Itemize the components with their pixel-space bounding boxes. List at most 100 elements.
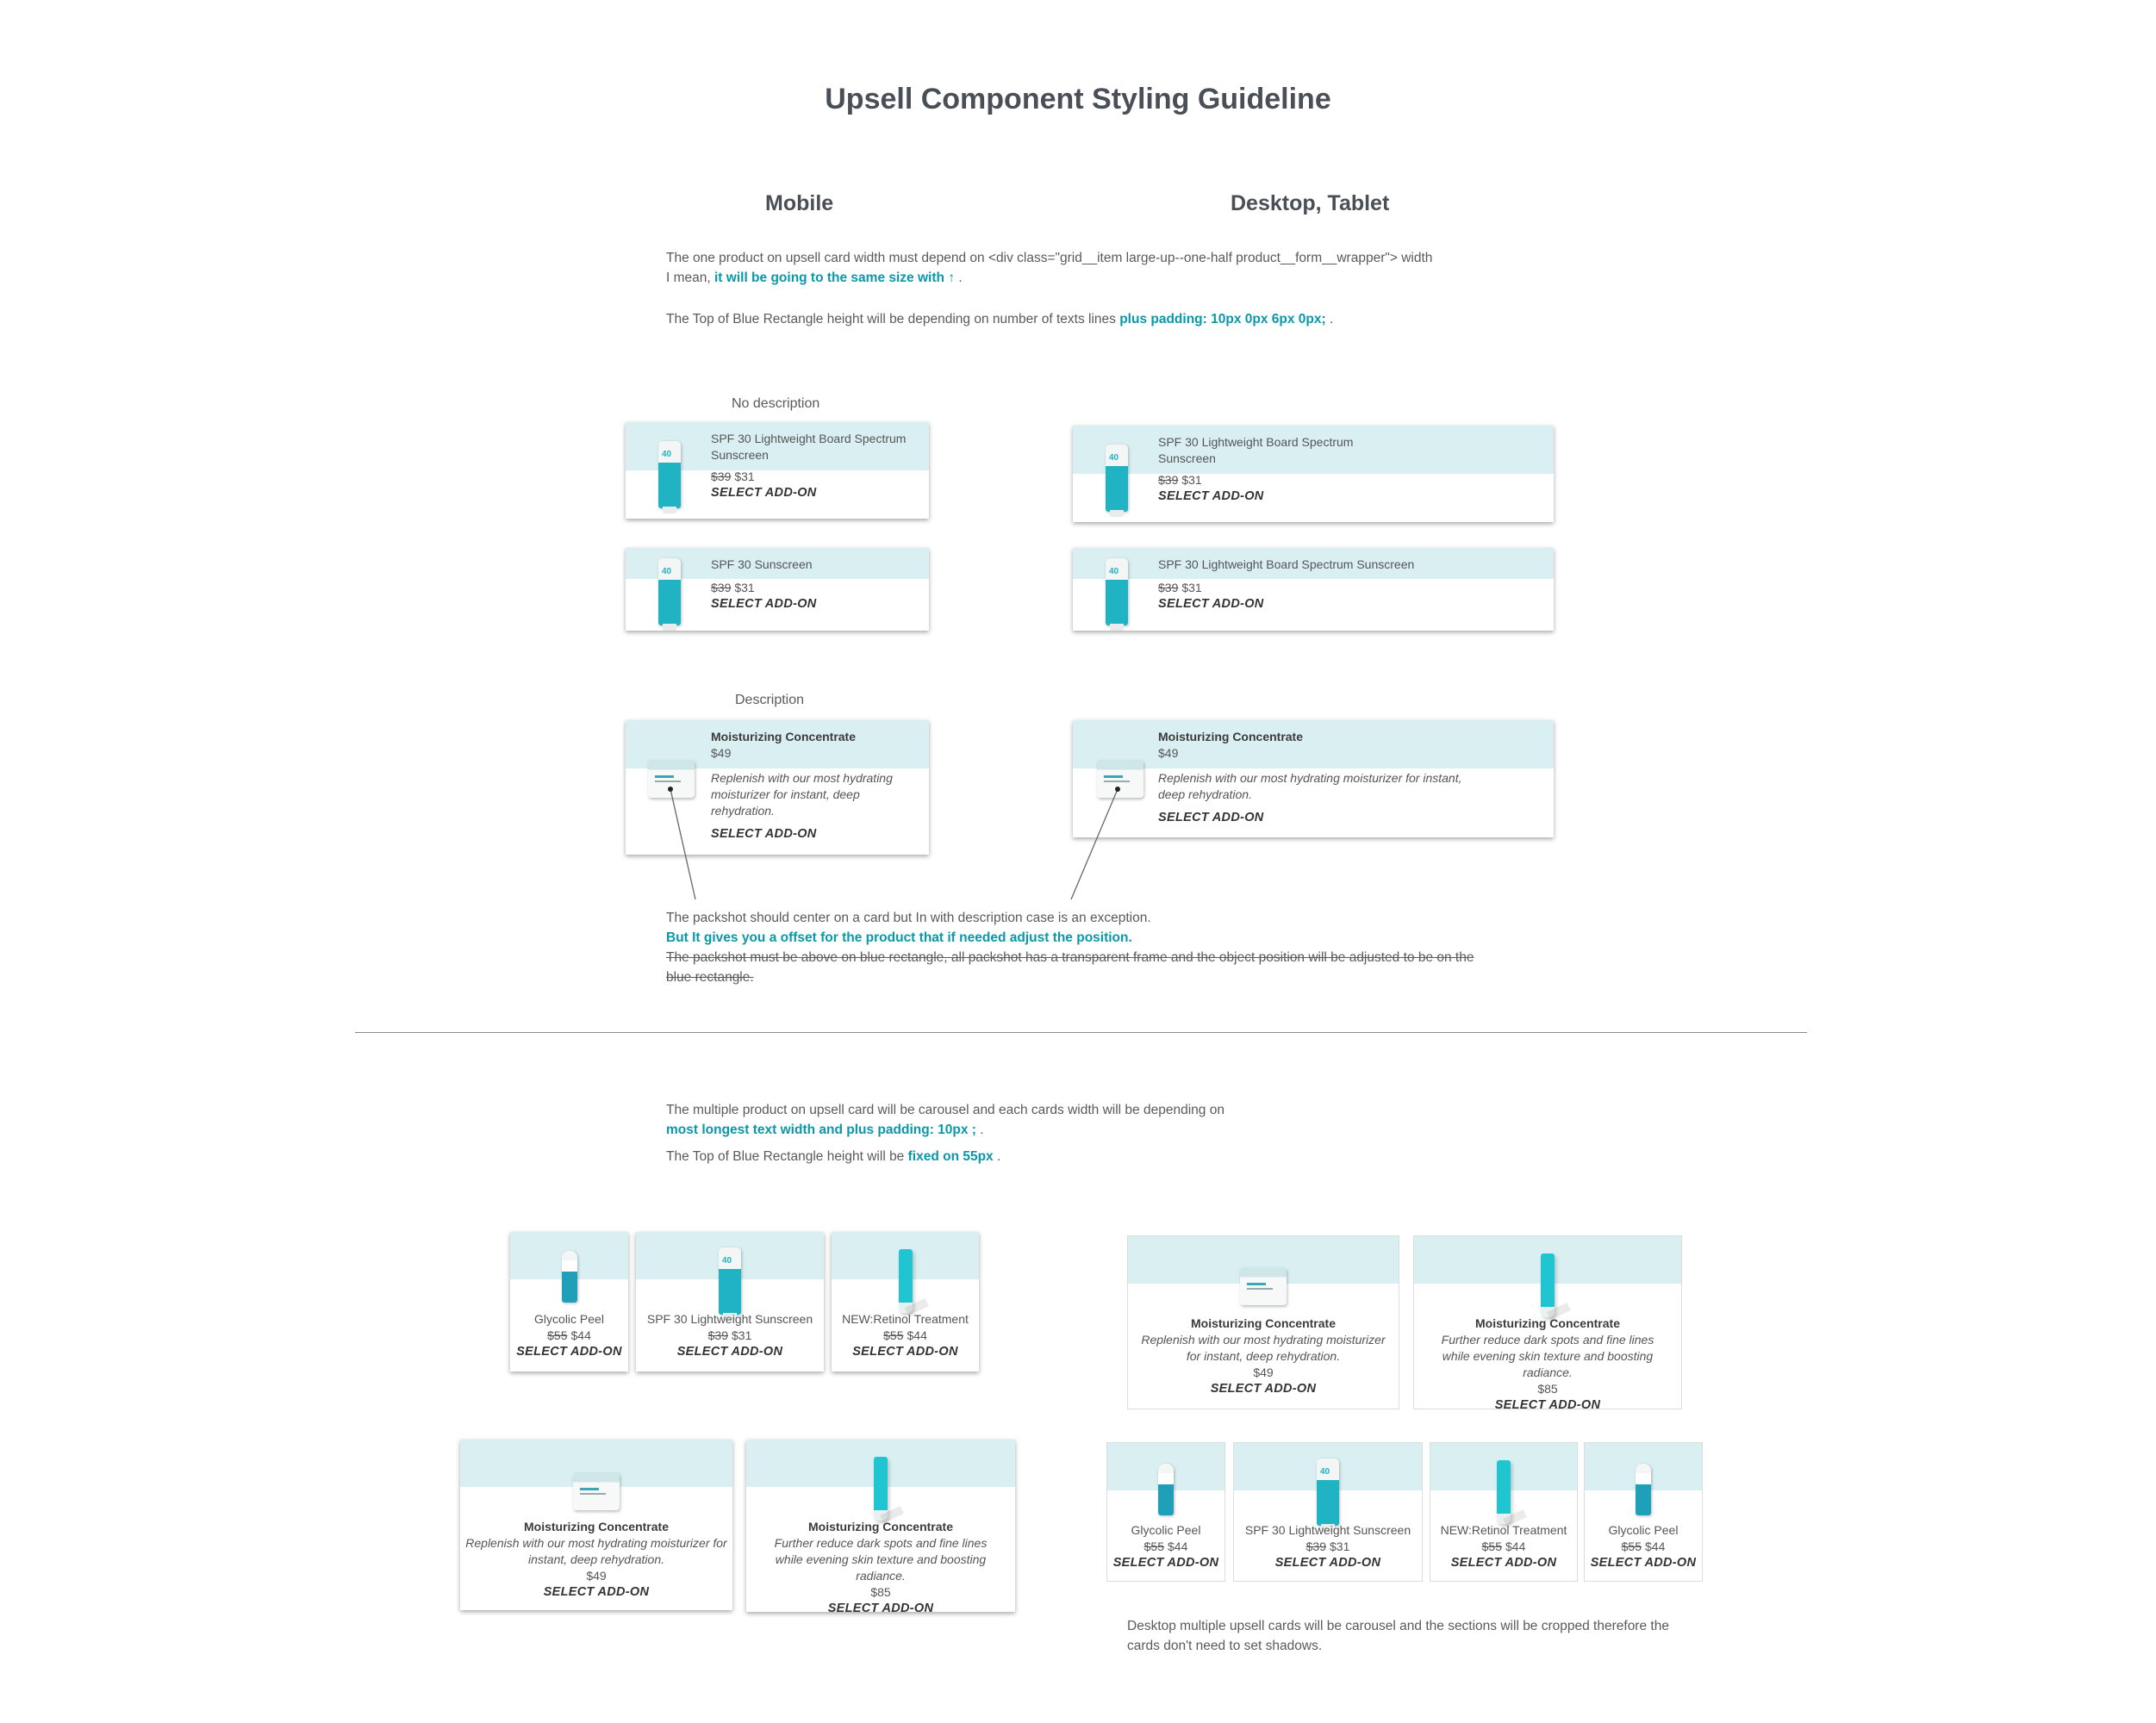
select-add-on-button[interactable]: SELECT ADD-ON: [711, 597, 817, 611]
product-price: $39$31: [711, 580, 920, 596]
retinol-packshot-icon: [1541, 1253, 1555, 1317]
carousel-card-mobile-2[interactable]: 40 SPF 30 Lightweight Sunscreen $39$31 S…: [636, 1232, 824, 1372]
sunscreen-packshot-icon: 40: [1106, 445, 1128, 517]
upsell-card-desktop-desc[interactable]: Moisturizing Concentrate $49 Replenish w…: [1073, 720, 1554, 837]
product-price: $39$31: [711, 469, 920, 485]
upsell-card-desktop-no-desc-1[interactable]: 40 SPF 30 Lightweight Board Spectrum Sun…: [1073, 426, 1554, 522]
select-add-on-button[interactable]: SELECT ADD-ON: [676, 1345, 783, 1359]
multi-intro-line-1: The multiple product on upsell card will…: [666, 1103, 1224, 1117]
carousel-card-desktop-2[interactable]: 40 SPF 30 Lightweight Sunscreen $39$31 S…: [1233, 1442, 1423, 1582]
select-add-on-button[interactable]: SELECT ADD-ON: [1158, 811, 1264, 824]
select-add-on-button[interactable]: SELECT ADD-ON: [711, 486, 817, 500]
retinol-packshot-icon: [1497, 1460, 1511, 1524]
select-add-on-button[interactable]: SELECT ADD-ON: [1210, 1382, 1317, 1396]
multi-intro-note: The multiple product on upsell card will…: [666, 1100, 1493, 1166]
product-name: SPF 30 Lightweight Board Spectrum Sunscr…: [1158, 557, 1415, 571]
upsell-card-mobile-desc[interactable]: Moisturizing Concentrate $49 Replenish w…: [626, 720, 929, 855]
carousel-card-desktop-desc-2[interactable]: Moisturizing Concentrate Further reduce …: [1413, 1235, 1682, 1412]
old-price: $55: [883, 1328, 904, 1342]
select-add-on-button[interactable]: SELECT ADD-ON: [711, 827, 817, 841]
current-price: $44: [570, 1328, 591, 1342]
product-price: $85: [1537, 1382, 1558, 1396]
product-price: $39 $31: [641, 1328, 819, 1344]
product-name: SPF 30 Lightweight Sunscreen: [1244, 1523, 1411, 1537]
select-add-on-button[interactable]: SELECT ADD-ON: [1158, 489, 1264, 503]
packshot-note: The packshot should center on a card but…: [666, 908, 1493, 987]
multi-intro-line-3: The Top of Blue Rectangle height will be…: [666, 1147, 1493, 1166]
current-price: $44: [1505, 1540, 1526, 1553]
glycolic-peel-packshot-icon: [1636, 1464, 1651, 1515]
select-add-on-button[interactable]: SELECT ADD-ON: [543, 1585, 650, 1599]
sunscreen-packshot-icon: 40: [658, 441, 681, 513]
select-add-on-button[interactable]: SELECT ADD-ON: [1494, 1398, 1601, 1412]
product-price: $49: [1253, 1365, 1274, 1379]
select-add-on-button[interactable]: SELECT ADD-ON: [1112, 1556, 1219, 1570]
blue-rectangle: [1073, 548, 1554, 579]
carousel-card-mobile-3[interactable]: NEW:Retinol Treatment $55$44 SELECT ADD-…: [832, 1232, 979, 1372]
current-price: $31: [732, 1328, 752, 1342]
sunscreen-packshot-icon: 40: [1317, 1459, 1339, 1531]
product-name: SPF 30 Lightweight Board Spectrum Sunscr…: [1158, 435, 1354, 465]
intro-line-1: The one product on upsell card width mus…: [666, 251, 1433, 265]
packshot-note-line-3: The packshot must be above on blue recta…: [666, 950, 1474, 985]
carousel-card-mobile-desc-2[interactable]: Moisturizing Concentrate Further reduce …: [746, 1440, 1015, 1615]
current-price: $44: [907, 1328, 927, 1342]
product-name: NEW:Retinol Treatment: [842, 1312, 969, 1326]
product-name: Glycolic Peel: [534, 1312, 604, 1326]
product-description: Replenish with our most hydrating moistu…: [711, 771, 893, 818]
carousel-card-desktop-desc-1[interactable]: Moisturizing Concentrate Replenish with …: [1127, 1235, 1399, 1409]
packshot-label: 40: [662, 450, 672, 459]
packshot-label: 40: [1109, 453, 1119, 463]
old-price: $55: [1621, 1540, 1642, 1553]
upsell-card-desktop-no-desc-2[interactable]: 40 SPF 30 Lightweight Board Spectrum Sun…: [1073, 548, 1554, 631]
multi-intro-line-2: most longest text width and plus padding…: [666, 1120, 1493, 1140]
product-description: Replenish with our most hydrating moistu…: [465, 1536, 727, 1566]
carousel-card-desktop-3[interactable]: NEW:Retinol Treatment $55$44 SELECT ADD-…: [1430, 1442, 1578, 1582]
product-description: Replenish with our most hydrating moistu…: [1141, 1333, 1386, 1363]
carousel-card-desktop-1[interactable]: Glycolic Peel $55$44 SELECT ADD-ON: [1106, 1442, 1225, 1582]
current-price: $31: [1181, 581, 1202, 594]
mobile-column-heading: Mobile: [765, 191, 834, 215]
select-add-on-button[interactable]: SELECT ADD-ON: [1590, 1556, 1697, 1570]
select-add-on-button[interactable]: SELECT ADD-ON: [852, 1345, 958, 1359]
select-add-on-button[interactable]: SELECT ADD-ON: [1450, 1556, 1557, 1570]
product-price: $55$44: [1436, 1539, 1572, 1555]
carousel-card-desktop-4[interactable]: Glycolic Peel $55$44 SELECT ADD-ON: [1584, 1442, 1703, 1582]
upsell-card-mobile-no-desc-1[interactable]: 40 SPF 30 Lightweight Board Spectrum Sun…: [626, 422, 929, 519]
glycolic-peel-packshot-icon: [1158, 1464, 1174, 1515]
sunscreen-packshot-icon: 40: [658, 558, 681, 631]
product-price: $55$44: [515, 1328, 623, 1344]
sunscreen-packshot-icon: 40: [1106, 558, 1128, 631]
blue-rectangle: [1073, 720, 1554, 768]
product-price: $55$44: [837, 1328, 974, 1344]
current-price: $44: [1168, 1540, 1188, 1553]
product-name: SPF 30 Lightweight Sunscreen: [646, 1312, 813, 1326]
upsell-card-mobile-no-desc-2[interactable]: 40 SPF 30 Sunscreen $39$31 SELECT ADD-ON: [626, 548, 929, 631]
product-name: Glycolic Peel: [1608, 1523, 1679, 1537]
select-add-on-button[interactable]: SELECT ADD-ON: [827, 1602, 934, 1615]
product-name: Moisturizing Concentrate: [1190, 1316, 1336, 1330]
current-price: $31: [1181, 473, 1202, 487]
product-price: $55$44: [1590, 1539, 1697, 1555]
intro-line-3-suffix: .: [1325, 312, 1334, 327]
select-add-on-button[interactable]: SELECT ADD-ON: [1274, 1556, 1381, 1570]
product-price: $55$44: [1112, 1539, 1219, 1555]
intro-line-3-accent: plus padding: 10px 0px 6px 0px;: [1119, 312, 1326, 327]
current-price: $31: [1330, 1540, 1350, 1553]
intro-note: The one product on upsell card width mus…: [666, 248, 1528, 329]
carousel-card-mobile-desc-1[interactable]: Moisturizing Concentrate Replenish with …: [460, 1440, 732, 1610]
current-price: $31: [734, 470, 755, 483]
product-price: $39$31: [1158, 472, 1381, 488]
old-price: $39: [707, 1328, 728, 1342]
select-add-on-button[interactable]: SELECT ADD-ON: [516, 1345, 622, 1359]
product-name: Glycolic Peel: [1131, 1523, 1201, 1537]
old-price: $39: [1158, 581, 1179, 594]
product-price: $49: [711, 746, 732, 760]
product-price: $85: [870, 1585, 891, 1599]
intro-line-2-suffix: .: [955, 271, 963, 285]
carousel-card-mobile-1[interactable]: Glycolic Peel $55$44 SELECT ADD-ON: [510, 1232, 628, 1372]
product-price: $39$31: [1158, 580, 1545, 596]
select-add-on-button[interactable]: SELECT ADD-ON: [1158, 597, 1264, 611]
old-price: $39: [711, 581, 732, 594]
